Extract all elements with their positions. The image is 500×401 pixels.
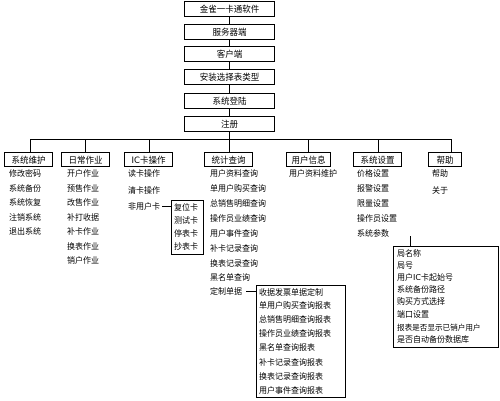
list-item: 端口设置	[397, 310, 429, 319]
list-item: 补卡记录查询	[210, 244, 258, 253]
bus-line	[30, 139, 451, 140]
list-item: 关于	[432, 186, 448, 195]
list-item: 限量设置	[357, 199, 389, 208]
list-item: 价格设置	[357, 169, 389, 178]
list-item: 补卡记录查询报表	[259, 358, 323, 367]
category-label: 系统维护	[11, 155, 46, 166]
connector-line	[229, 132, 230, 139]
list-item: 黑名单查询报表	[259, 343, 315, 352]
list-item: 停表卡	[174, 229, 198, 238]
list-item: 操作员业绩查询报表	[259, 329, 331, 338]
connector-line	[378, 139, 379, 152]
flow-box-install: 安装选择表类型	[184, 69, 275, 85]
list-item: 抄表卡	[174, 242, 198, 251]
list-item: 读卡操作	[128, 169, 160, 178]
list-item: 开户作业	[67, 169, 99, 178]
list-item: 修改密码	[9, 169, 41, 178]
connector-line	[162, 206, 171, 207]
category-label: 用户信息	[291, 155, 326, 166]
list-item: 局名称	[397, 249, 421, 258]
category-header-help: 帮助	[428, 152, 462, 167]
list-item: 系统备份	[9, 184, 41, 193]
flow-label: 安装选择表类型	[199, 73, 260, 83]
category-header-system-maintenance: 系统维护	[4, 152, 53, 167]
reports-box: 收据发票单据定制 单用户购买查询报表 总销售明细查询报表 操作员业绩查询报表 黑…	[256, 285, 346, 398]
sys-params-box: 局名称 局号 用户IC卡起始号 系统备份路径 购买方式选择 端口设置 报表是否显…	[393, 246, 499, 348]
list-item: 销户作业	[67, 256, 99, 265]
connector-line	[229, 62, 230, 69]
card-type-box: 复位卡 测试卡 停表卡 抄表卡	[171, 200, 204, 255]
category-header-user-info: 用户信息	[286, 152, 331, 167]
list-item: 预售作业	[67, 184, 99, 193]
list-item: 清卡操作	[128, 186, 160, 195]
list-item: 定制单据	[210, 287, 242, 296]
list-item: 操作员设置	[357, 214, 397, 223]
flow-box-register: 注册	[184, 116, 275, 132]
connector-line	[410, 236, 411, 246]
list-item: 补打收据	[67, 213, 99, 222]
list-item: 单用户购买查询报表	[259, 301, 331, 310]
connector-line	[229, 85, 230, 93]
list-item: 复位卡	[174, 203, 198, 212]
category-header-daily: 日常作业	[61, 152, 110, 167]
list-item: 系统参数	[357, 229, 389, 238]
connector-line	[246, 291, 256, 292]
list-item: 报表是否显示已销户用户	[397, 323, 481, 332]
category-header-settings: 系统设置	[353, 152, 402, 167]
list-item: 系统恢复	[9, 198, 41, 207]
list-item: 用户IC卡起始号	[397, 273, 453, 282]
list-item: 局号	[397, 261, 413, 270]
flow-box-software: 金雀一卡通软件	[184, 1, 275, 17]
list-item: 退出系统	[9, 227, 41, 236]
list-item: 收据发票单据定制	[259, 288, 323, 297]
flow-label: 注册	[220, 120, 238, 130]
connector-line	[229, 40, 230, 46]
list-item: 改售作业	[67, 198, 99, 207]
category-label: 系统设置	[360, 155, 395, 166]
connector-line	[85, 139, 86, 152]
list-item: 注销系统	[9, 213, 41, 222]
flow-label: 客户端	[216, 50, 243, 60]
list-item: 系统备份路径	[397, 285, 445, 294]
list-item: 是否自动备份数据库	[397, 335, 469, 344]
category-label: 日常作业	[68, 155, 103, 166]
list-item: 非用户卡	[128, 202, 160, 211]
list-item: 购买方式选择	[397, 297, 445, 306]
list-item: 用户资料维护	[289, 169, 337, 178]
list-item: 换表记录查询报表	[259, 372, 323, 381]
list-item: 报警设置	[357, 184, 389, 193]
flow-box-login: 系统登陆	[184, 93, 275, 109]
list-item: 用户资料查询	[210, 169, 258, 178]
category-label: 帮助	[436, 155, 454, 166]
flow-box-client: 客户端	[184, 46, 275, 62]
list-item: 用户事件查询	[210, 229, 258, 238]
list-item: 换表记录查询	[210, 259, 258, 268]
connector-line	[451, 139, 452, 152]
list-item: 补卡作业	[67, 227, 99, 236]
list-item: 用户事件查询报表	[259, 386, 323, 395]
list-item: 总销售明细查询	[210, 199, 266, 208]
connector-line	[229, 139, 230, 152]
category-label: 统计查询	[211, 155, 246, 166]
list-item: 操作员业绩查询	[210, 214, 266, 223]
list-item: 黑名单查询	[210, 273, 250, 282]
category-header-ic-card: IC卡操作	[124, 152, 173, 167]
connector-line	[229, 17, 230, 24]
connector-line	[308, 139, 309, 152]
list-item: 单用户购买查询	[210, 184, 266, 193]
flow-label: 系统登陆	[212, 97, 247, 107]
connector-line	[30, 139, 31, 152]
flow-label: 金雀一卡通软件	[199, 5, 260, 15]
connector-line	[229, 109, 230, 116]
list-item: 换表作业	[67, 242, 99, 251]
category-label: IC卡操作	[131, 155, 166, 166]
flow-label: 服务器端	[212, 28, 247, 38]
list-item: 总销售明细查询报表	[259, 315, 331, 324]
category-header-query: 统计查询	[204, 152, 253, 167]
flow-box-server: 服务器端	[184, 24, 275, 40]
list-item: 测试卡	[174, 216, 198, 225]
list-item: 帮助	[432, 169, 448, 178]
connector-line	[149, 139, 150, 152]
